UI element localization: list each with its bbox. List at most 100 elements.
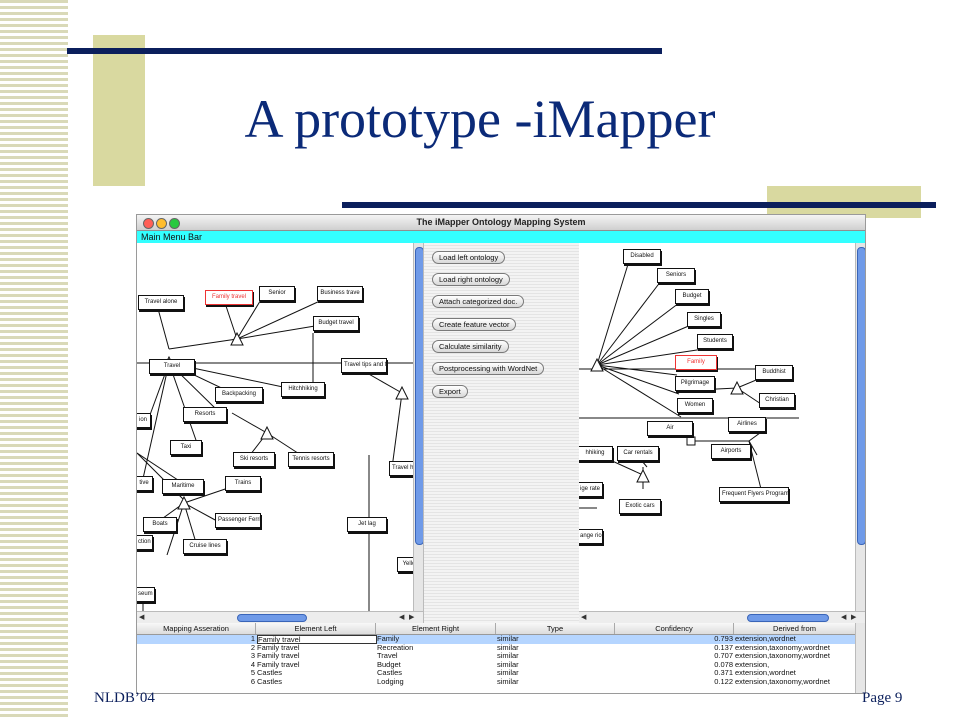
column-header-derived-from[interactable]: Derived from — [734, 623, 856, 634]
left-pane-horizontal-thumb[interactable] — [237, 614, 307, 622]
ontology-node-right-7[interactable]: Buddhist — [755, 365, 793, 380]
cell-right: Family — [377, 635, 400, 643]
decorative-block-left — [93, 35, 145, 186]
ontology-node-left-0[interactable]: Travel alone — [138, 295, 184, 310]
ontology-node-left-16[interactable]: Boats — [143, 517, 177, 532]
left-pane-vertical-scrollbar[interactable] — [413, 243, 423, 611]
ontology-node-left-5[interactable]: Travel — [149, 359, 195, 374]
cell-conf: 0.371 — [714, 669, 733, 678]
menu-bar-label: Main Menu Bar — [141, 232, 203, 242]
zoom-window-button[interactable] — [169, 218, 180, 229]
ontology-node-left-14[interactable]: Maritime — [162, 479, 204, 494]
window-title: The iMapper Ontology Mapping System — [416, 217, 586, 227]
scroll-right-arrow-icon[interactable]: ▶ — [851, 614, 857, 621]
ontology-node-right-18[interactable]: ange rice — [579, 529, 603, 544]
scroll-left-arrow-icon[interactable]: ◀ — [139, 614, 145, 621]
load-right-ontology-button[interactable]: Load right ontology — [432, 273, 510, 286]
ontology-node-right-10[interactable]: Air — [647, 421, 693, 436]
ontology-node-left-19[interactable]: Jet lag — [347, 517, 387, 532]
left-ontology-pane[interactable]: Travel alone Family travel Senior Busine… — [137, 243, 423, 611]
main-menu-bar[interactable]: Main Menu Bar — [137, 231, 865, 243]
window-titlebar: The iMapper Ontology Mapping System — [137, 215, 865, 231]
postprocessing-wordnet-button[interactable]: Postprocessing with WordNet — [432, 362, 545, 375]
ontology-node-left-22[interactable]: tive — [137, 476, 153, 491]
ontology-node-left-10[interactable]: Taxi — [170, 440, 202, 455]
minimize-window-button[interactable] — [156, 218, 167, 229]
cell-conf: 0.137 — [714, 643, 733, 652]
ontology-node-left-15[interactable]: Trains — [225, 476, 261, 491]
ontology-node-right-9[interactable]: Women — [677, 398, 713, 413]
create-feature-vector-button[interactable]: Create feature vector — [432, 318, 517, 331]
ontology-node-left-9[interactable]: Resorts — [183, 407, 227, 422]
ontology-node-right-5[interactable]: Family — [675, 355, 717, 370]
right-pane-vertical-scrollbar[interactable] — [855, 243, 865, 611]
column-header-type[interactable]: Type — [496, 623, 615, 634]
scroll-left-arrow-icon[interactable]: ◀ — [581, 614, 587, 621]
column-header-element-left[interactable]: Element Left — [256, 623, 376, 634]
cell-type: similar — [497, 660, 519, 669]
ontology-node-right-17[interactable]: ige rate — [579, 482, 603, 497]
scroll-right-arrow-icon[interactable]: ▶ — [409, 614, 415, 621]
ontology-node-left-4[interactable]: Budget travel — [313, 316, 359, 331]
cell-type: similar — [497, 635, 519, 643]
ontology-node-left-18[interactable]: Cruise lines — [183, 539, 227, 554]
left-pane-horizontal-scrollbar[interactable]: ◀ ◀ ▶ — [137, 611, 423, 624]
scroll-left-arrow-icon[interactable]: ◀ — [399, 614, 405, 621]
column-header-confidency[interactable]: Confidency — [615, 623, 734, 634]
ontology-node-left-7[interactable]: Backpacking — [215, 387, 263, 402]
right-ontology-pane[interactable]: Disabled Seniors Budget Singles Students… — [579, 243, 865, 611]
left-pane-vertical-thumb[interactable] — [415, 247, 423, 545]
ontology-node-left-12[interactable]: Tennis resorts — [288, 452, 334, 467]
ontology-node-right-14[interactable]: Car rentals — [617, 446, 659, 461]
ontology-node-right-13[interactable]: hhiking — [579, 446, 613, 461]
right-pane-vertical-thumb[interactable] — [857, 247, 865, 545]
cell-id: 5 — [250, 669, 255, 678]
cell-left: Family travel — [257, 652, 300, 661]
table-vertical-scrollbar[interactable] — [855, 623, 865, 693]
ontology-node-left-21[interactable]: ion — [137, 413, 151, 428]
ontology-node-right-16[interactable]: Frequent Flyers Program — [719, 487, 789, 502]
ontology-node-right-8[interactable]: Christian — [759, 393, 795, 408]
column-header-mapping[interactable]: Mapping Asseration — [137, 623, 256, 634]
right-pane-horizontal-scrollbar[interactable]: ◀ ◀ ▶ — [579, 611, 865, 624]
ontology-node-right-6[interactable]: Pilgrimage — [675, 376, 715, 391]
ontology-node-left-11[interactable]: Ski resorts — [233, 452, 275, 467]
ontology-node-right-2[interactable]: Budget — [675, 289, 709, 304]
cell-conf: 0.122 — [714, 678, 733, 686]
ontology-node-left-24[interactable]: seum — [137, 587, 155, 602]
cell-id: 4 — [250, 660, 255, 669]
cell-conf: 0.707 — [714, 652, 733, 661]
attach-categorized-doc-button[interactable]: Attach categorized doc. — [432, 295, 525, 308]
ontology-node-left-6[interactable]: Travel tips and tools — [341, 358, 387, 373]
ontology-node-left-8[interactable]: Hitchhiking — [281, 382, 325, 397]
ontology-node-right-3[interactable]: Singles — [687, 312, 721, 327]
ontology-node-left-3[interactable]: Business trave — [317, 286, 363, 301]
right-pane-horizontal-thumb[interactable] — [747, 614, 829, 622]
cell-conf: 0.793 — [714, 635, 733, 643]
cell-from: extension,wordnet — [735, 669, 796, 678]
ontology-node-right-4[interactable]: Students — [697, 334, 733, 349]
calculate-similarity-button[interactable]: Calculate similarity — [432, 340, 509, 353]
ontology-node-right-0[interactable]: Disabled — [623, 249, 661, 264]
scroll-left-arrow-icon[interactable]: ◀ — [841, 614, 847, 621]
ontology-node-left-1[interactable]: Family travel — [205, 290, 253, 305]
ontology-node-left-2[interactable]: Senior — [259, 286, 295, 301]
footer-left: NLDB’04 — [94, 690, 155, 706]
ontology-node-right-11[interactable]: Airlines — [728, 417, 766, 432]
load-left-ontology-button[interactable]: Load left ontology — [432, 251, 506, 264]
ontology-node-right-15[interactable]: Exotic cars — [619, 499, 661, 514]
export-button[interactable]: Export — [432, 385, 468, 398]
ontology-node-right-12[interactable]: Airports — [711, 444, 751, 459]
ontology-node-right-1[interactable]: Seniors — [657, 268, 695, 283]
close-window-button[interactable] — [143, 218, 154, 229]
cell-id: 6 — [250, 678, 255, 686]
column-header-element-right[interactable]: Element Right — [376, 623, 496, 634]
ontology-node-left-17[interactable]: Passenger Ferries — [215, 513, 261, 528]
ontology-node-left-23[interactable]: ction — [137, 535, 153, 550]
